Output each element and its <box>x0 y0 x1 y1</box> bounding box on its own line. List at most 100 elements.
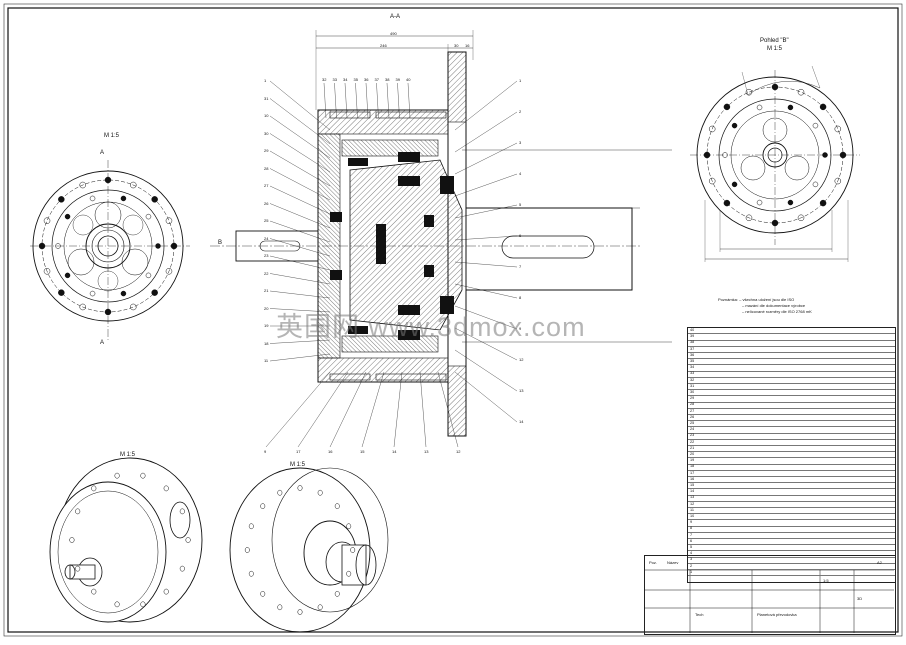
bom-row: 31 <box>688 383 895 391</box>
dim-b: 30 <box>454 43 459 48</box>
bolt-hole <box>104 176 112 184</box>
bom-row: 38 <box>688 340 895 347</box>
bom-row: 18 <box>688 464 895 471</box>
bolt-hole <box>787 104 794 111</box>
bom-row-number: 18 <box>690 464 695 469</box>
balloon-right: 7 <box>519 264 522 269</box>
bolt-hole <box>114 601 120 608</box>
bolt-hole <box>350 547 356 553</box>
bom-row: 27 <box>688 409 895 415</box>
bolt-hole <box>58 289 65 296</box>
title-block-company: Tech <box>695 612 704 617</box>
balloon-bottom: 13 <box>424 449 429 454</box>
note-line-1: Poznámka: – všechna uložení jsou dle ISO <box>718 297 795 302</box>
bolt-hole <box>140 601 146 608</box>
bom-row-number: 14 <box>690 489 695 494</box>
bolt-hole <box>75 565 81 572</box>
title-block-lines <box>644 569 894 633</box>
outer-frame <box>3 3 903 637</box>
front-view-right <box>690 65 860 262</box>
note-line-2: – mazání dle dokumentace výrobce <box>742 303 806 308</box>
bom-row: 6 <box>688 539 895 546</box>
iso-view-left <box>49 457 203 623</box>
bolt-hole <box>145 213 152 220</box>
balloon-left: 26 <box>264 200 269 206</box>
bolt-hole <box>43 268 51 275</box>
leader-line <box>454 349 518 392</box>
bom-row: 30 <box>688 390 895 397</box>
leader-line <box>393 371 403 448</box>
balloon-top: 40 <box>406 77 411 82</box>
bolt-hole <box>731 122 738 129</box>
leader-line <box>376 82 379 119</box>
bom-row: 17 <box>688 471 895 477</box>
bom-row-number: 17 <box>690 470 695 475</box>
bolt-hole <box>346 523 352 530</box>
bom-row-number: 30 <box>690 390 695 394</box>
leader-line <box>269 220 331 243</box>
balloon-bottom: 17 <box>296 449 301 454</box>
bom-row: 32 <box>688 378 895 384</box>
balloon-left: 18 <box>264 340 269 346</box>
title-block-pos: Poz. <box>649 560 658 565</box>
leader-lines-left <box>269 80 331 362</box>
bom-row: 40 <box>688 328 895 335</box>
leader-line <box>269 168 331 201</box>
bom-row: 24 <box>688 427 895 434</box>
bolt-hole <box>185 537 191 543</box>
bom-row-number: 31 <box>690 383 695 388</box>
bom-row-number: 5 <box>690 545 693 549</box>
bolt-hole <box>277 604 283 611</box>
bolt-hole <box>771 83 779 91</box>
bolt-hole <box>297 485 303 491</box>
balloon-left: 20 <box>264 305 269 311</box>
bolt-hole <box>91 588 97 595</box>
balloon-bottom: 12 <box>456 449 461 454</box>
dim-a: 246 <box>380 43 387 48</box>
bolt-hole <box>165 268 173 275</box>
bom-row: 14 <box>688 489 895 496</box>
bom-row: 10 <box>688 514 895 521</box>
bolt-hole <box>297 609 303 615</box>
balloon-right: 4 <box>519 171 522 176</box>
bom-row-number: 15 <box>690 483 695 487</box>
bolt-hole <box>708 177 716 185</box>
bom-row-number: 25 <box>690 421 695 425</box>
bolt-hole <box>64 272 71 279</box>
bom-row-number: 24 <box>690 427 695 432</box>
bolt-hole <box>317 489 323 496</box>
balloon-left: 24 <box>264 235 269 241</box>
iso-right-scale: M 1:5 <box>290 462 306 468</box>
bom-row-number: 23 <box>690 433 695 438</box>
dim-overall: 490 <box>390 31 397 36</box>
bom-row: 5 <box>688 545 895 552</box>
leader-line <box>407 82 411 119</box>
bom-row-number: 20 <box>690 452 695 456</box>
iso-view-right <box>229 467 389 633</box>
leader-line <box>361 371 385 448</box>
bom-row: 2 <box>688 564 895 570</box>
bolt-hole <box>104 308 112 316</box>
bolt-hole <box>58 196 65 203</box>
bom-row-number: 29 <box>690 396 695 401</box>
title-block-format: A2 <box>877 560 882 565</box>
bom-row-number: 13 <box>690 495 695 500</box>
leader-line <box>269 238 331 257</box>
leader-line <box>419 371 427 448</box>
view-right-label: Pohled "B" <box>760 38 789 44</box>
title-block: Poz. Název 1:5 A2 Planetová převodovka 3… <box>644 555 896 635</box>
bom-row: 15 <box>688 483 895 490</box>
bolt-hole <box>797 88 805 96</box>
cut-marker-a-top: A <box>100 150 105 156</box>
bom-row: 35 <box>688 359 895 366</box>
leader-line <box>269 150 331 187</box>
leader-line <box>269 353 331 362</box>
bom-row: 16 <box>688 477 895 484</box>
leader-line <box>269 203 331 229</box>
bolt-hole <box>43 217 51 224</box>
leader-line <box>454 204 518 219</box>
balloon-left: 28 <box>264 165 269 171</box>
bolt-hole <box>819 199 827 207</box>
section-view <box>210 30 672 437</box>
